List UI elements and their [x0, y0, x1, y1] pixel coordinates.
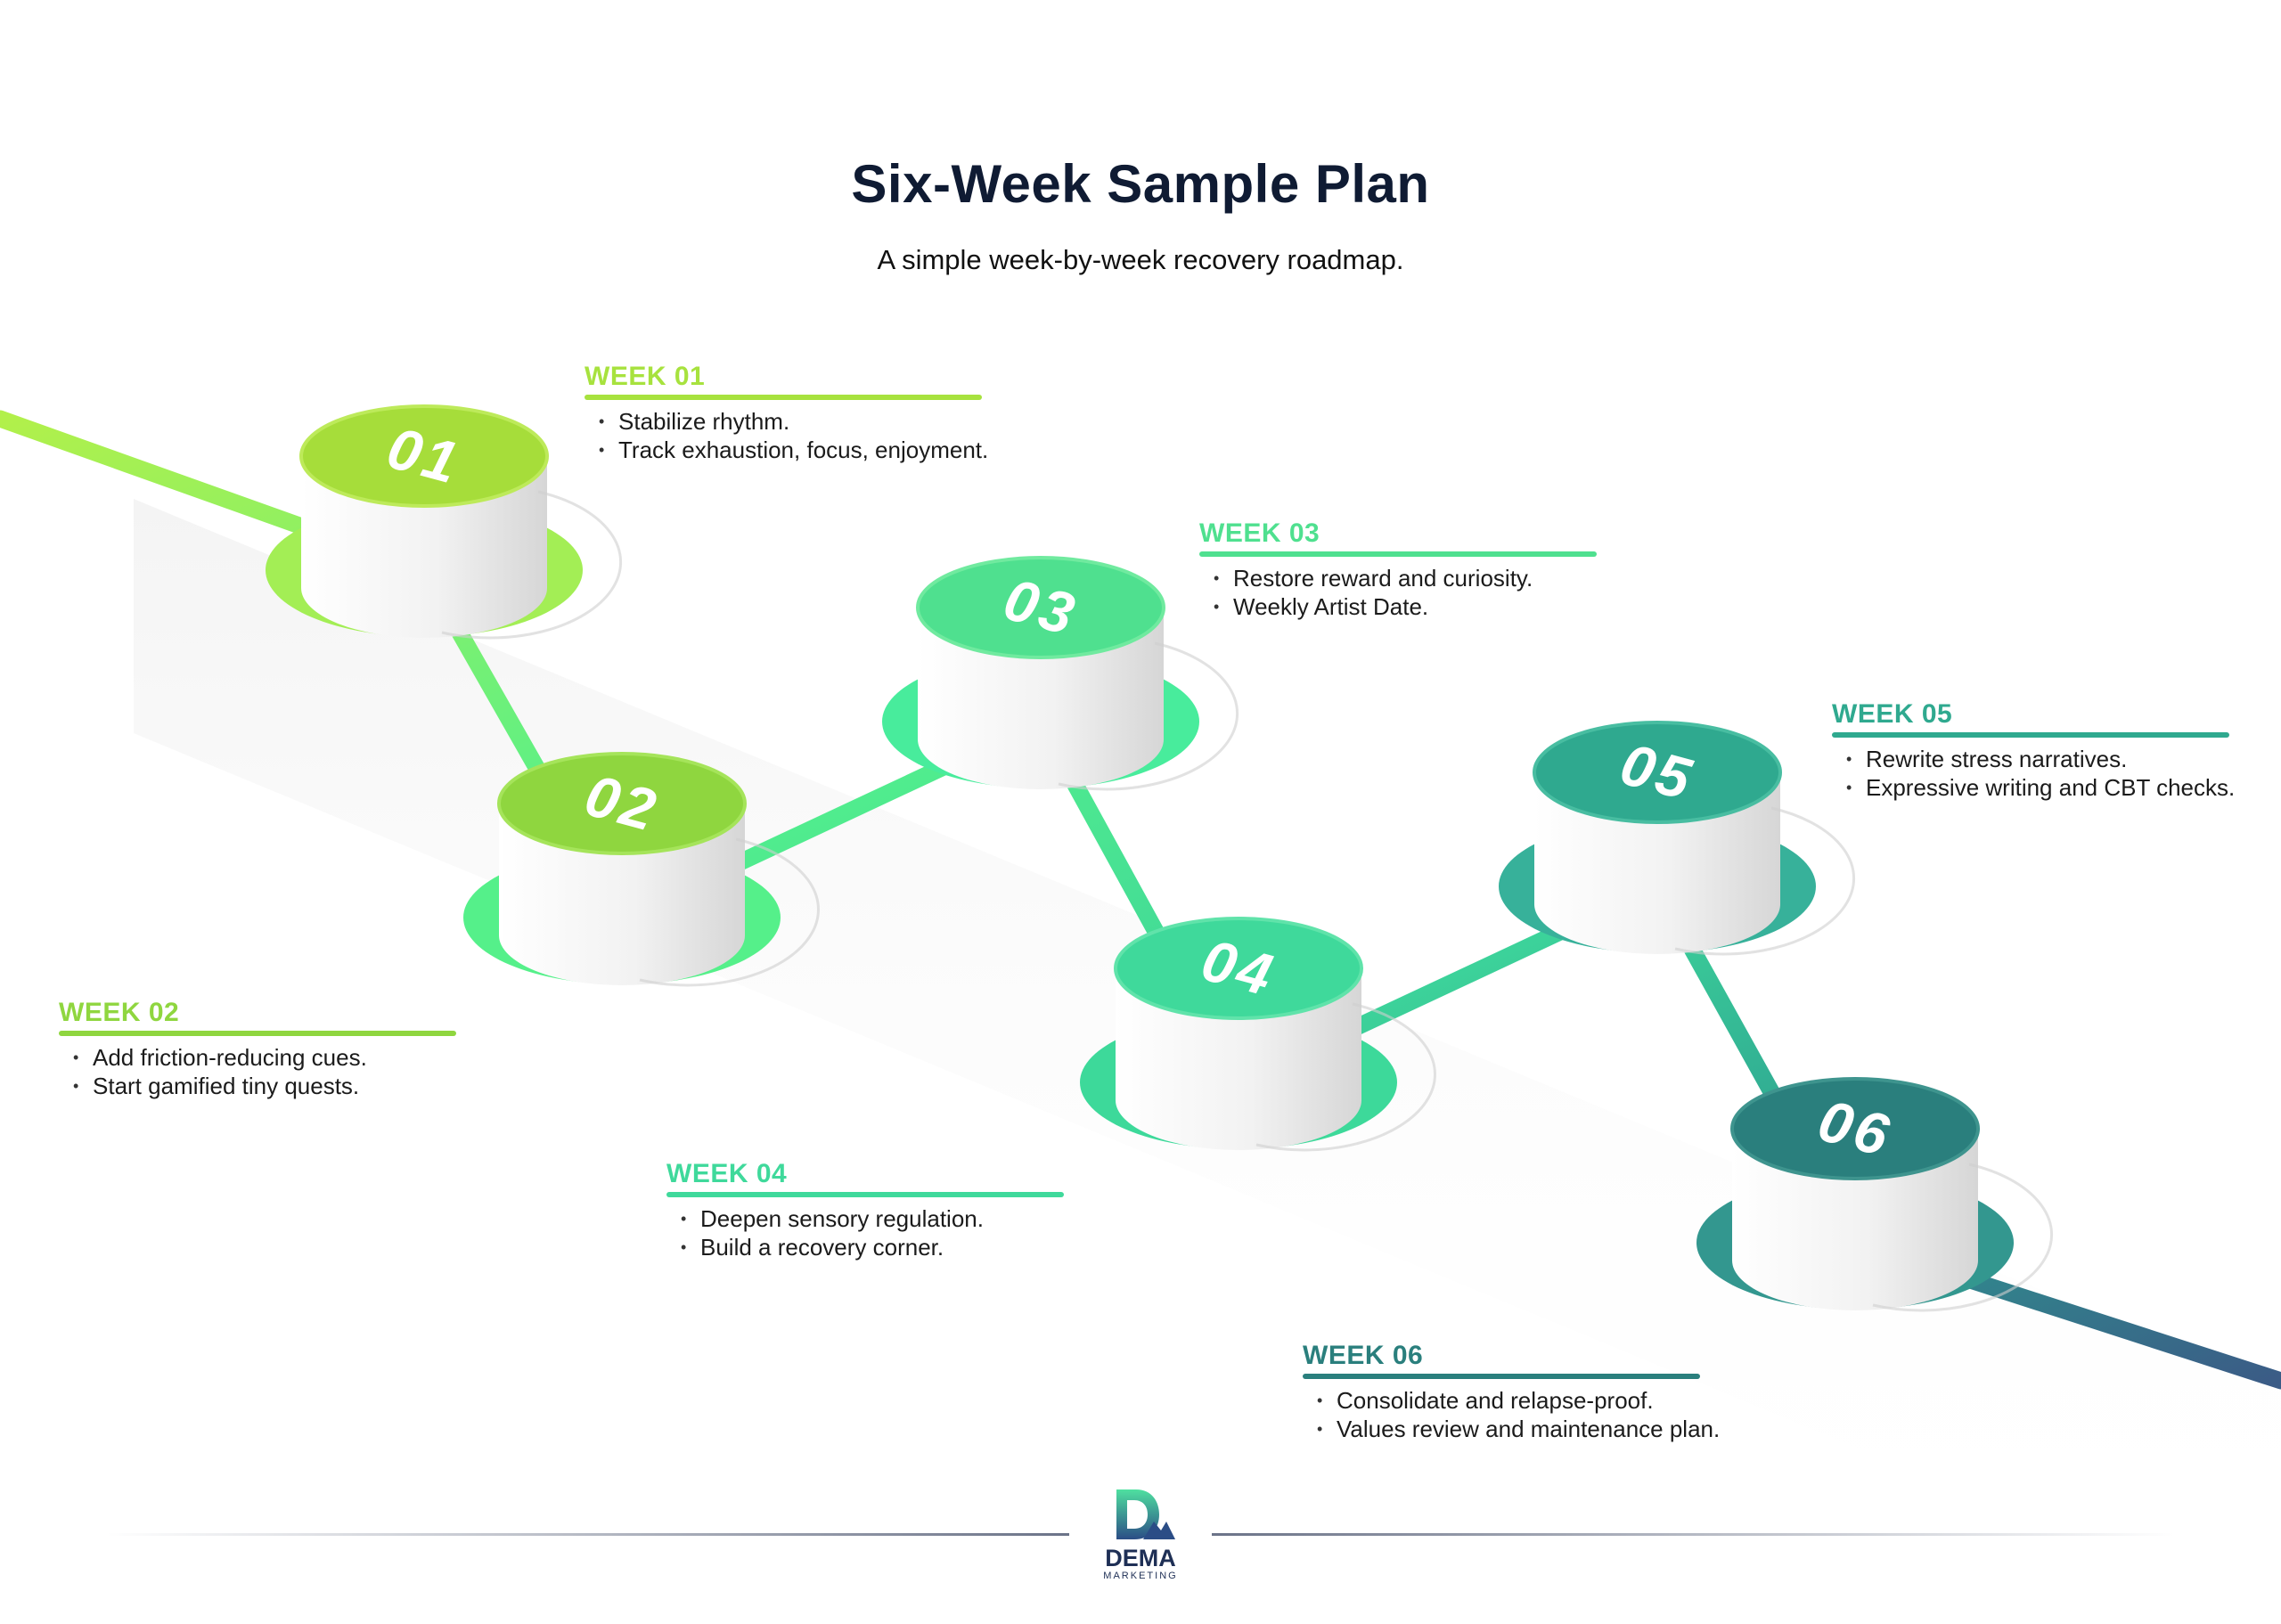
week-04-node: 04 — [1080, 917, 1437, 1152]
logo-tagline: MARKETING — [1103, 1571, 1178, 1581]
week-04-label: WEEK 04 — [666, 1159, 788, 1188]
week-06-node: 06 — [1696, 1077, 2054, 1312]
week-06-rule — [1303, 1374, 1700, 1379]
list-item: Values review and maintenance plan. — [1317, 1415, 1720, 1443]
week-02-rule — [59, 1031, 456, 1036]
week-01-node: 01 — [266, 404, 623, 640]
node-cylinder-side — [499, 804, 745, 985]
node-cylinder-side — [301, 456, 547, 638]
week-01-list: Stabilize rhythm. Track exhaustion, focu… — [585, 407, 988, 464]
list-item: Expressive writing and CBT checks. — [1846, 773, 2235, 802]
node-cylinder-side — [1732, 1129, 1978, 1310]
node-top-face — [497, 752, 747, 855]
list-item: Restore reward and curiosity. — [1214, 564, 1597, 592]
week-05-rule — [1832, 732, 2229, 738]
node-cylinder-highlight — [639, 837, 821, 987]
footer-divider-left — [107, 1533, 1069, 1536]
node-top-face — [1730, 1077, 1980, 1180]
footer-divider-right — [1212, 1533, 2174, 1536]
week-03-block: WEEK 03 Restore reward and curiosity. We… — [1199, 518, 1597, 621]
node-cylinder-side — [1116, 968, 1361, 1150]
week-04-list: Deepen sensory regulation. Build a recov… — [666, 1204, 1064, 1261]
node-cylinder-highlight — [1058, 641, 1239, 791]
node-top-face — [1114, 917, 1363, 1020]
node-cylinder-highlight — [441, 490, 623, 640]
week-03-label: WEEK 03 — [1199, 518, 1320, 548]
logo-name: DEMA — [1105, 1545, 1176, 1571]
list-item: Consolidate and relapse-proof. — [1317, 1386, 1720, 1415]
week-05-node: 05 — [1499, 721, 1856, 956]
node-top-face — [1533, 721, 1782, 824]
list-item: Deepen sensory regulation. — [681, 1204, 1064, 1233]
list-item: Weekly Artist Date. — [1214, 592, 1597, 621]
week-05-list: Rewrite stress narratives. Expressive wr… — [1832, 745, 2235, 802]
week-01-rule — [585, 395, 982, 400]
week-05-label: WEEK 05 — [1832, 699, 1953, 729]
node-cylinder-side — [1534, 772, 1780, 954]
week-02-node: 02 — [463, 752, 821, 987]
list-item: Start gamified tiny quests. — [73, 1072, 456, 1100]
week-01-block: WEEK 01 Stabilize rhythm. Track exhausti… — [585, 362, 988, 464]
page-title: Six-Week Sample Plan — [851, 154, 1430, 214]
week-06-list: Consolidate and relapse-proof. Values re… — [1303, 1386, 1720, 1443]
node-top-face — [916, 556, 1165, 659]
node-top-face — [299, 404, 549, 508]
node-cylinder-highlight — [1674, 806, 1856, 956]
list-item: Build a recovery corner. — [681, 1233, 1064, 1261]
week-03-rule — [1199, 551, 1597, 557]
week-02-label: WEEK 02 — [59, 998, 180, 1027]
node-cylinder-highlight — [1872, 1163, 2054, 1312]
week-03-node: 03 — [882, 556, 1239, 791]
page-subtitle: A simple week-by-week recovery roadmap. — [877, 244, 1404, 275]
week-04-block: WEEK 04 Deepen sensory regulation. Build… — [666, 1159, 1064, 1261]
list-item: Add friction-reducing cues. — [73, 1043, 456, 1072]
week-05-block: WEEK 05 Rewrite stress narratives. Expre… — [1832, 699, 2235, 802]
list-item: Rewrite stress narratives. — [1846, 745, 2235, 773]
node-cylinder-side — [918, 608, 1164, 789]
list-item: Track exhaustion, focus, enjoyment. — [599, 436, 988, 464]
week-02-list: Add friction-reducing cues. Start gamifi… — [59, 1043, 456, 1100]
node-cylinder-highlight — [1255, 1002, 1437, 1152]
week-03-list: Restore reward and curiosity. Weekly Art… — [1199, 564, 1597, 621]
week-04-rule — [666, 1192, 1064, 1197]
week-06-label: WEEK 06 — [1303, 1341, 1424, 1370]
week-01-label: WEEK 01 — [585, 362, 706, 391]
week-06-block: WEEK 06 Consolidate and relapse-proof. V… — [1303, 1341, 1720, 1443]
week-02-block: WEEK 02 Add friction-reducing cues. Star… — [59, 998, 456, 1100]
brand-logo: DEMA MARKETING — [1087, 1486, 1194, 1581]
list-item: Stabilize rhythm. — [599, 407, 988, 436]
logo-mark-icon — [1116, 1489, 1175, 1539]
